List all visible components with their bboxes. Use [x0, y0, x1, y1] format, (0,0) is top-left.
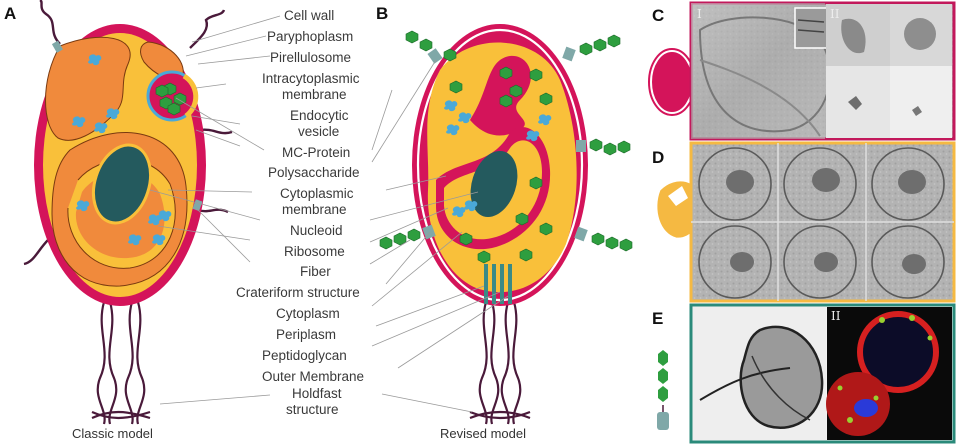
- revised-invagination: [470, 55, 531, 136]
- revised-crateriform-base: [484, 264, 512, 304]
- label-holdfast: Holdfast: [292, 386, 342, 401]
- label-cytoplasmic: Cytoplasmic: [280, 186, 354, 201]
- panel-letter-d: D: [652, 148, 664, 167]
- panel-d-cell-icon: [668, 186, 688, 206]
- caption-revised-model: Revised model: [440, 426, 526, 441]
- label-fiber: Fiber: [300, 264, 331, 279]
- revised-model-cell: [379, 24, 633, 425]
- label-polysaccharide: Polysaccharide: [268, 165, 360, 180]
- label-paryphoplasm: Paryphoplasm: [267, 29, 353, 44]
- panel-letter-a: A: [4, 4, 16, 23]
- panel-e-sublabel-i: I: [697, 309, 702, 323]
- label-peptidoglycan: Peptidoglycan: [262, 348, 347, 363]
- panel-c-sublabel-ii: II: [830, 7, 840, 21]
- panel-c: I II: [648, 1, 956, 141]
- label-ribosome: Ribosome: [284, 244, 345, 259]
- label-nucleoid: Nucleoid: [290, 223, 343, 238]
- leader-lines: [149, 15, 509, 413]
- panel-e-fluor-cell-1: [857, 311, 939, 393]
- panel-e: I II: [657, 303, 956, 444]
- label-outer-membrane: Outer Membrane: [262, 369, 364, 384]
- label-cytoplasm: Cytoplasm: [276, 306, 340, 321]
- panel-e-em-cell: [739, 325, 824, 429]
- revised-mc-proteins: [443, 48, 553, 264]
- structure-labels: Cell wall Paryphoplasm Pirellulosome Int…: [236, 8, 364, 417]
- panel-letter-b: B: [376, 4, 388, 23]
- panel-e-sublabel-ii: II: [831, 309, 841, 323]
- label-crateriform: Crateriform structure: [236, 285, 360, 300]
- revised-holdfast: [469, 301, 531, 425]
- label-periplasm: Periplasm: [276, 327, 336, 342]
- label-pirellulosome: Pirellulosome: [270, 50, 351, 65]
- revised-ribosomes: [444, 100, 552, 218]
- classic-ribosomes: [72, 54, 172, 246]
- panel-d-tomograms: [698, 147, 945, 299]
- label-intracytoplasmic-2: membrane: [282, 87, 347, 102]
- panel-d: [656, 141, 956, 303]
- label-mc-protein: MC-Protein: [282, 145, 350, 160]
- panel-e-fiber-icon: [657, 350, 669, 430]
- revised-nucleoid: [470, 150, 518, 218]
- classic-holdfast: [91, 301, 151, 425]
- classic-nucleoid: [92, 143, 152, 225]
- label-cytoplasmic-2: membrane: [282, 202, 347, 217]
- revised-fibers: [379, 30, 633, 252]
- caption-classic-model: Classic model: [72, 426, 153, 441]
- label-vesicle: vesicle: [298, 124, 339, 139]
- label-cell-wall: Cell wall: [284, 8, 334, 23]
- panel-c-sublabel-i: I: [697, 7, 702, 21]
- classic-model-cell: [23, 0, 233, 425]
- panel-c-cell-icon: [650, 50, 694, 114]
- label-holdfast-2: structure: [286, 402, 339, 417]
- label-endocytic: Endocytic: [290, 108, 349, 123]
- classic-mc-protein: [155, 82, 187, 116]
- label-intracytoplasmic: Intracytoplasmic: [262, 71, 360, 86]
- panel-letter-c: C: [652, 6, 664, 25]
- panel-letter-e: E: [652, 309, 663, 328]
